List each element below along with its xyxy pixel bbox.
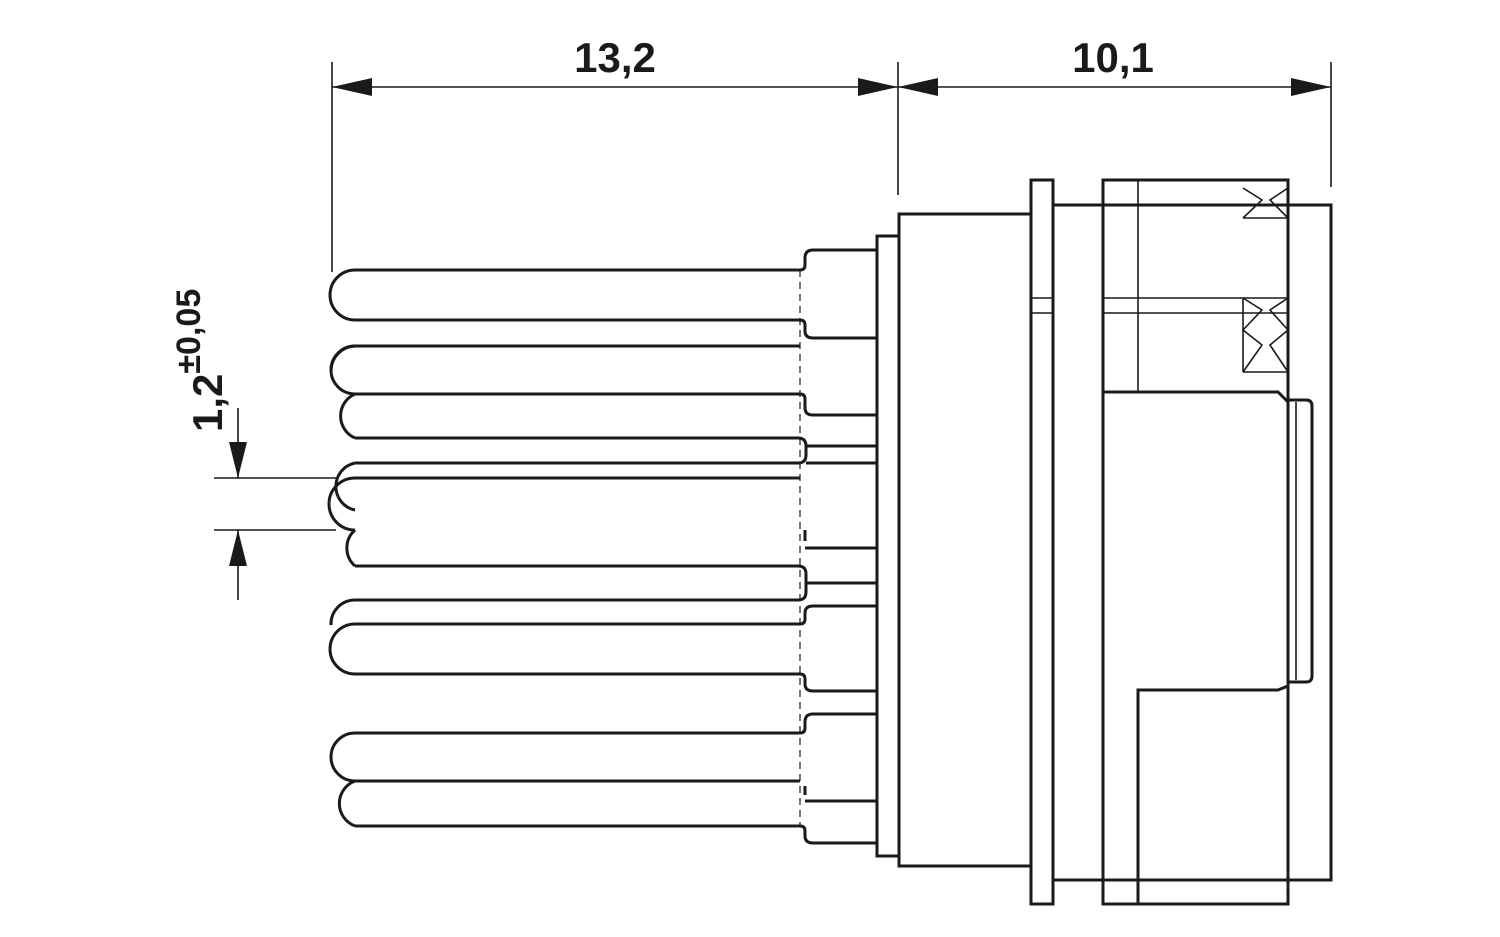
housing-front-lip: [1288, 398, 1314, 684]
coupling-ring: [1101, 178, 1290, 906]
housing-front: [1051, 203, 1333, 882]
dimension-pin-pitch: 1,2±0,05: [170, 289, 336, 600]
dimension-label-pin-pitch: 1,2: [184, 374, 231, 432]
housing-body: [897, 212, 1033, 868]
dimension-pin-length: 13,2: [331, 34, 899, 272]
housing-flange: [1029, 178, 1055, 906]
contact-pin: [329, 344, 800, 371]
svg-text:1,2±0,05: 1,2±0,05: [170, 289, 231, 432]
contact-pin: [329, 344, 877, 465]
dimension-housing-length: 10,1: [898, 34, 1332, 187]
contact-pins: [327, 248, 877, 845]
dimension-label-pin-length: 13,2: [574, 34, 656, 81]
contact-pin: [327, 461, 808, 602]
dimension-label-housing-length: 10,1: [1072, 34, 1154, 81]
housing-recess: [1103, 390, 1290, 904]
contact-pin: [328, 598, 877, 693]
connector-housing: [875, 178, 1333, 906]
contact-pin: [328, 248, 877, 340]
contact-pin: [329, 712, 877, 845]
housing-back-step: [875, 234, 901, 858]
dimension-label-pin-pitch-tolerance: ±0,05: [170, 289, 208, 374]
